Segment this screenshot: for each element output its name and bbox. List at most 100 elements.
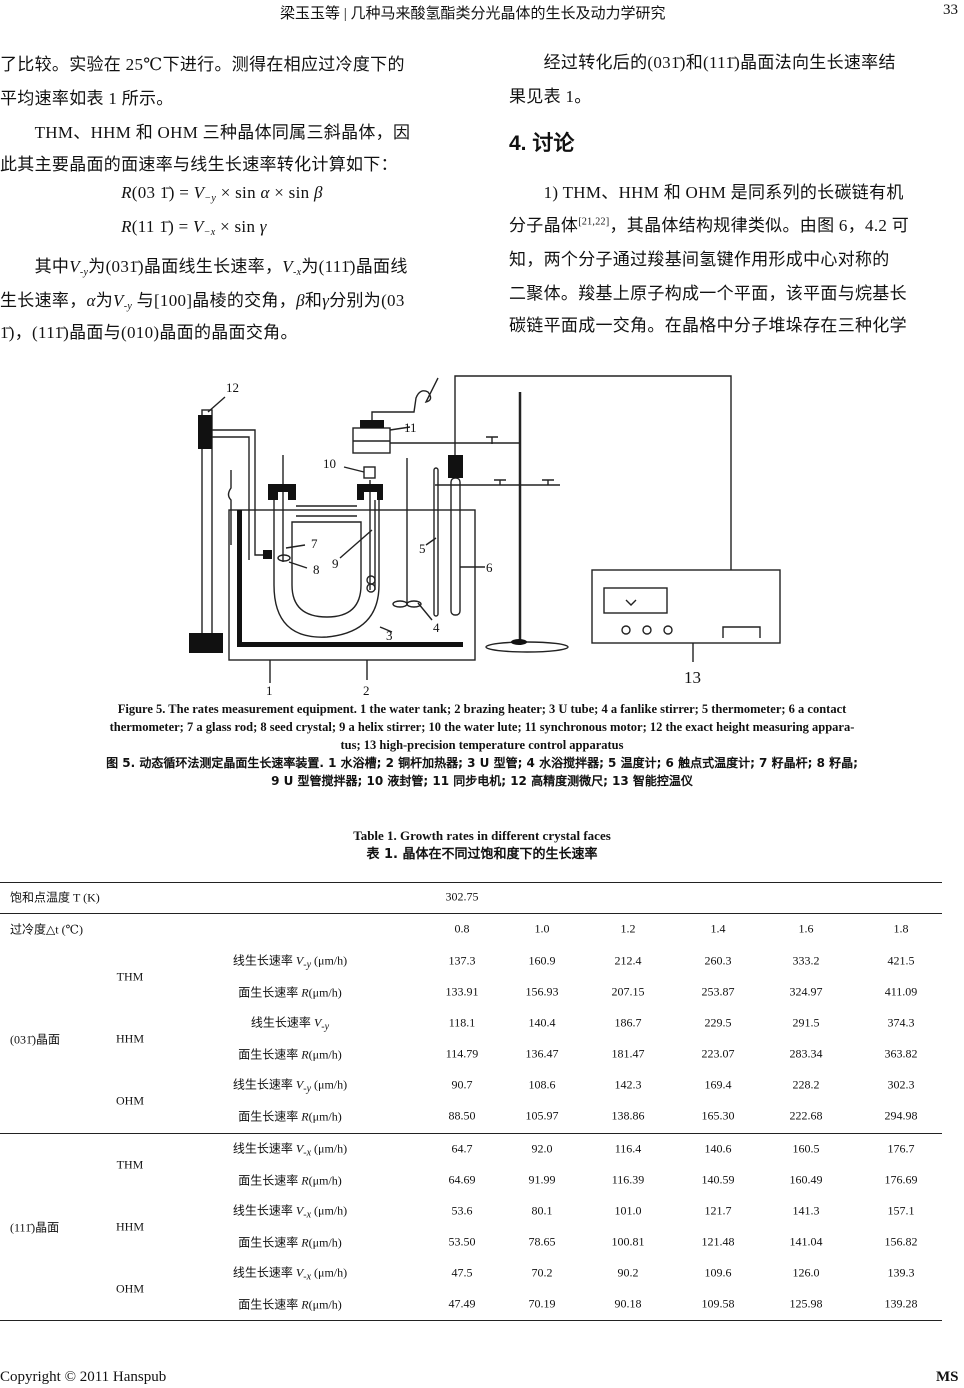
u-tube bbox=[273, 500, 380, 638]
contact-thermometer bbox=[450, 477, 461, 616]
rate-value: 156.93 bbox=[525, 984, 559, 999]
figure-label-4: 4 bbox=[433, 620, 440, 635]
thermometer bbox=[433, 467, 439, 617]
undercooling-value: 1.2 bbox=[620, 921, 636, 936]
rate-subscript: -y bbox=[303, 1083, 312, 1095]
undercooling-value: 0.8 bbox=[454, 921, 470, 936]
rate-label: 面生长速率 R(μm/h) bbox=[238, 1172, 341, 1189]
rate-name: 面生长速率 bbox=[238, 1109, 302, 1124]
text-run: 其中 bbox=[0, 257, 70, 276]
rate-value: 137.3 bbox=[448, 953, 476, 968]
rate-label: 面生长速率 R(μm/h) bbox=[238, 1296, 341, 1313]
subscript: −y bbox=[204, 193, 217, 204]
text-line: 此其主要晶面的面速率与线生长速率转化计算如下： bbox=[0, 150, 398, 175]
saturation-temp-label: 饱和点温度 T (K) bbox=[10, 890, 100, 905]
text-run: 知，两个分子通过羧基间氢键作用形成中心对称的 bbox=[509, 250, 890, 269]
rate-name: 面生长速率 bbox=[238, 1047, 302, 1062]
text-line: 经过转化后的(031̄)和(111̄)晶面法向生长速率结 bbox=[509, 48, 896, 73]
crystal-name: HHM bbox=[115, 1219, 145, 1234]
rate-value: 53.6 bbox=[451, 1203, 473, 1218]
subscript: -x bbox=[292, 267, 302, 278]
text-run: 生长速率， bbox=[0, 291, 87, 310]
rate-name: 面生长速率 bbox=[238, 985, 302, 1000]
rate-value: 121.48 bbox=[701, 1234, 735, 1249]
rate-value: 109.6 bbox=[704, 1265, 732, 1280]
rate-value: 186.7 bbox=[614, 1015, 642, 1030]
rate-value: 105.97 bbox=[525, 1108, 559, 1123]
text-line: THM、HHM 和 OHM 三种晶体同属三斜晶体，因 bbox=[0, 118, 410, 143]
rate-variable: R bbox=[301, 1235, 309, 1250]
rate-value: 126.0 bbox=[792, 1265, 820, 1280]
text-run: 1̄)，(111̄)晶面与(010)晶面的晶面交角。 bbox=[0, 323, 298, 342]
math-variable: γ bbox=[259, 217, 267, 236]
math-variable: V bbox=[69, 257, 80, 276]
rate-name: 线生长速率 bbox=[232, 1265, 296, 1280]
text-run: ，其晶体结构规律类似。由图 6，4.2 可 bbox=[609, 216, 910, 235]
table-rule bbox=[0, 1320, 942, 1321]
text-run: × sin bbox=[215, 217, 260, 236]
figure-label-9: 9 bbox=[332, 556, 339, 571]
text-run: 果见表 1。 bbox=[509, 87, 592, 106]
rate-value: 101.0 bbox=[614, 1203, 642, 1218]
rate-value: 140.59 bbox=[701, 1172, 735, 1187]
rate-name: 线生长速率 bbox=[232, 1203, 296, 1218]
rate-value: 92.0 bbox=[531, 1141, 553, 1156]
rate-label: 线生长速率 V-y (μm/h) bbox=[233, 1076, 347, 1095]
text-run: (03 1̄) = bbox=[131, 183, 194, 202]
figure-label-1: 1 bbox=[266, 683, 273, 698]
rate-value: 116.4 bbox=[614, 1141, 642, 1156]
rate-unit: (μm/h) bbox=[308, 985, 342, 1000]
water-tank bbox=[228, 509, 476, 661]
rate-value: 324.97 bbox=[789, 984, 823, 999]
rate-name: 线生长速率 bbox=[232, 1141, 296, 1156]
rate-unit: (μm/h) bbox=[308, 1235, 342, 1250]
text-run: 与[100]晶棱的交角， bbox=[132, 291, 297, 310]
table-title-zh: 表 1. 晶体在不同过饱和度下的生长速率 bbox=[366, 847, 598, 862]
rate-value: 229.5 bbox=[704, 1015, 732, 1030]
page-number: 33 bbox=[943, 2, 958, 18]
crystal-face-label: (031̄)晶面 bbox=[10, 1032, 60, 1047]
rate-value: 139.28 bbox=[884, 1296, 918, 1311]
rate-unit: (μm/h) bbox=[308, 1173, 342, 1188]
rate-value: 283.34 bbox=[789, 1046, 823, 1061]
rate-value: 90.7 bbox=[451, 1077, 473, 1092]
rate-label: 面生长速率 R(μm/h) bbox=[238, 1108, 341, 1125]
caption-line-zh: 图 5. 动态循环法测定晶面生长速率装置. 1 水浴槽; 2 铜杆加热器; 3 … bbox=[106, 756, 858, 770]
rate-name: 面生长速率 bbox=[238, 1297, 302, 1312]
math-variable: γ bbox=[322, 291, 330, 310]
text-line: 果见表 1。 bbox=[509, 82, 592, 107]
rate-value: 70.19 bbox=[528, 1296, 556, 1311]
text-line: 知，两个分子通过羧基间氢键作用形成中心对称的 bbox=[509, 245, 890, 270]
undercooling-value: 1.8 bbox=[893, 921, 909, 936]
math-variable: β bbox=[313, 183, 323, 202]
subscript: −x bbox=[203, 227, 216, 238]
text-run: 碳链平面成一交角。在晶格中分子堆垛存在三种化学 bbox=[509, 316, 907, 335]
copyright: Copyright © 2011 Hanspub bbox=[0, 1369, 167, 1385]
rate-value: 160.5 bbox=[792, 1141, 820, 1156]
rate-value: 80.1 bbox=[531, 1203, 553, 1218]
rate-value: 302.3 bbox=[887, 1077, 915, 1092]
rate-value: 253.87 bbox=[701, 984, 735, 999]
crystal-name: OHM bbox=[115, 1093, 145, 1108]
text-line: 1̄)，(111̄)晶面与(010)晶面的晶面交角。 bbox=[0, 318, 298, 343]
rate-value: 176.69 bbox=[884, 1172, 918, 1187]
rate-unit: (μm/h) bbox=[308, 1047, 342, 1062]
text-line: 其中V-y为(031̄)晶面线生长速率，V-x为(111̄)晶面线 bbox=[0, 252, 408, 278]
rate-unit: (μm/h) bbox=[311, 1265, 348, 1280]
rate-variable: V bbox=[295, 1265, 304, 1280]
rate-value: 64.7 bbox=[451, 1141, 473, 1156]
rate-unit: (μm/h) bbox=[311, 953, 348, 968]
rate-value: 212.4 bbox=[614, 953, 642, 968]
text-run: 平均速率如表 1 所示。 bbox=[0, 89, 174, 108]
text-line: 平均速率如表 1 所示。 bbox=[0, 84, 174, 109]
text-line: 分子晶体[21,22]，其晶体结构规律类似。由图 6，4.2 可 bbox=[509, 211, 909, 236]
rate-value: 333.2 bbox=[792, 953, 820, 968]
rate-variable: R bbox=[301, 1173, 309, 1188]
rate-label: 线生长速率 V-x (μm/h) bbox=[233, 1264, 347, 1283]
text-run: 为 bbox=[95, 291, 114, 310]
figure-label-3: 3 bbox=[386, 628, 393, 643]
text-run: 此其主要晶面的面速率与线生长速率转化计算如下： bbox=[0, 155, 398, 174]
rate-value: 140.4 bbox=[528, 1015, 556, 1030]
rate-value: 133.91 bbox=[445, 984, 479, 999]
rate-value: 141.04 bbox=[789, 1234, 823, 1249]
